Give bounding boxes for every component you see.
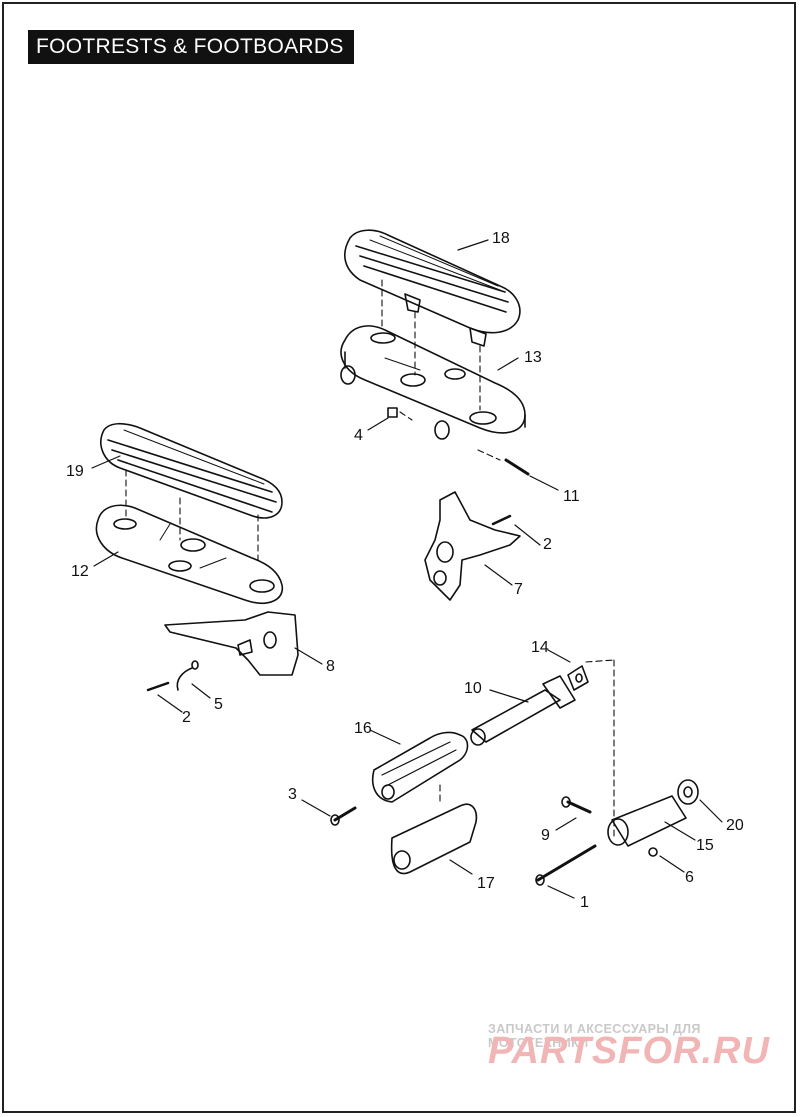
callout-13: 13 [524,349,542,366]
callout-6: 6 [685,869,694,886]
callout-10: 10 [464,680,482,697]
part-1-bolt[interactable] [535,844,597,886]
callout-2-lower: 2 [182,709,191,726]
callout-14: 14 [531,639,549,656]
part-8-mount-bracket[interactable] [164,611,299,676]
callout-15: 15 [696,837,714,854]
callout-3: 3 [288,786,297,803]
part-4-nut[interactable] [387,407,398,418]
callout-2-upper: 2 [543,536,552,553]
part-15-clevis[interactable] [607,795,687,847]
part-17-footpeg-rubber[interactable] [390,803,478,875]
part-7-mount-bracket[interactable] [424,491,521,601]
callout-9: 9 [541,827,550,844]
part-5-spring[interactable] [176,660,199,691]
callout-11: 11 [563,488,580,505]
callout-19: 19 [66,463,84,480]
callout-8: 8 [326,658,335,675]
leader-lines [91,239,723,899]
part-9-pin[interactable] [561,796,592,814]
part-3-screw[interactable] [330,806,357,826]
watermark-logo: PARTSFOR.RU [488,1030,770,1072]
part-18-footboard-pad-upper[interactable] [344,229,521,347]
part-19-footboard-pad-lower[interactable] [100,422,283,519]
callout-12: 12 [71,563,89,580]
callout-1: 1 [580,894,589,911]
part-6-clip[interactable] [648,847,658,857]
part-11-bolt[interactable] [504,458,530,476]
part-20-bushing[interactable] [677,779,699,805]
part-12-footboard-base-lower[interactable] [95,504,284,604]
part-2-screw-lower[interactable] [146,681,170,692]
part-13-footboard-base-upper[interactable] [340,325,526,440]
part-10-footpeg-shaft[interactable] [470,675,576,746]
callout-7: 7 [514,581,523,598]
alignment-lines [125,279,615,841]
callout-5: 5 [214,696,223,713]
callout-labels: 18 13 4 19 11 2 12 7 14 8 10 5 2 16 3 20… [66,230,744,911]
part-16-footpeg[interactable] [371,731,469,803]
page-title: FOOTRESTS & FOOTBOARDS [28,30,354,64]
callout-17: 17 [477,875,495,892]
callout-18: 18 [492,230,510,247]
part-14-washer[interactable] [567,665,589,691]
callout-4: 4 [354,427,363,444]
callout-16: 16 [354,720,372,737]
watermark-tagline: ЗАПЧАСТИ И АКСЕССУАРЫ ДЛЯ МОТОТЕХНИКИ [488,1022,701,1050]
part-2-screw-upper[interactable] [491,514,512,526]
callout-20: 20 [726,817,744,834]
